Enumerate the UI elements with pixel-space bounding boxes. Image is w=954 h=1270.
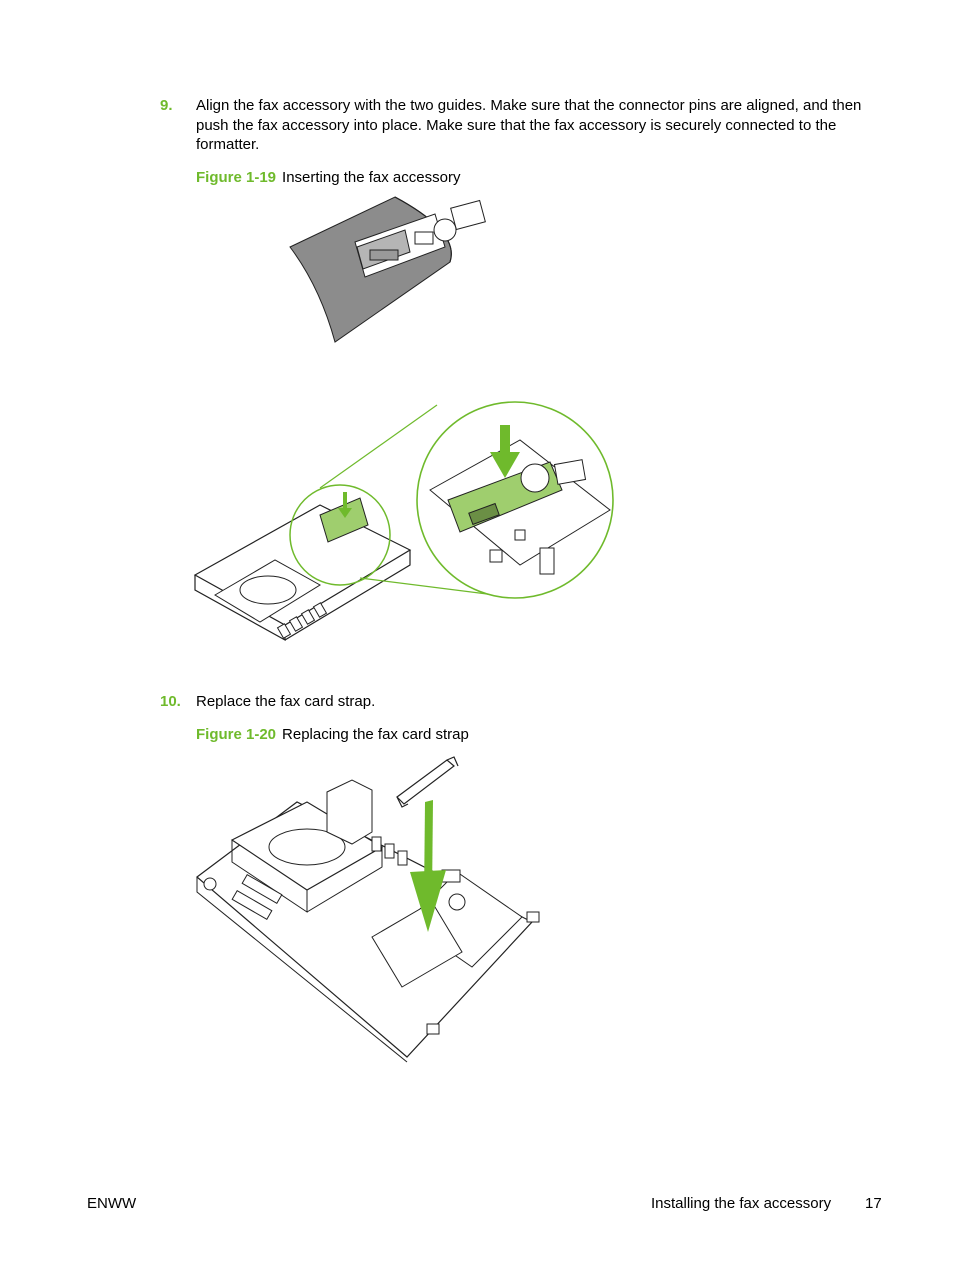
step-number: 9. [160,97,173,114]
figure-1-19-detail-illustration [285,192,495,347]
figure-1-19-board-illustration [190,400,620,675]
step-text: Align the fax accessory with the two gui… [196,97,862,153]
step-10: 10. Replace the fax card strap. [160,692,890,712]
figure-label: Figure 1-19 [196,169,277,186]
figure-label: Figure 1-20 [196,726,277,743]
footer-left: ENWW [87,1195,137,1212]
figure-caption-text: Inserting the fax accessory [282,169,461,186]
step-text: Replace the fax card strap. [196,693,376,710]
figure-caption-1-19: Figure 1-19 Inserting the fax accessory [196,168,460,187]
page-number: 17 [865,1195,882,1212]
step-9: 9. Align the fax accessory with the two … [160,96,890,156]
step-number: 10. [160,693,181,710]
figure-caption-text: Replacing the fax card strap [282,726,469,743]
footer-section-title: Installing the fax accessory [651,1195,832,1212]
figure-1-20-illustration [192,752,552,1067]
figure-caption-1-20: Figure 1-20 Replacing the fax card strap [196,725,469,744]
